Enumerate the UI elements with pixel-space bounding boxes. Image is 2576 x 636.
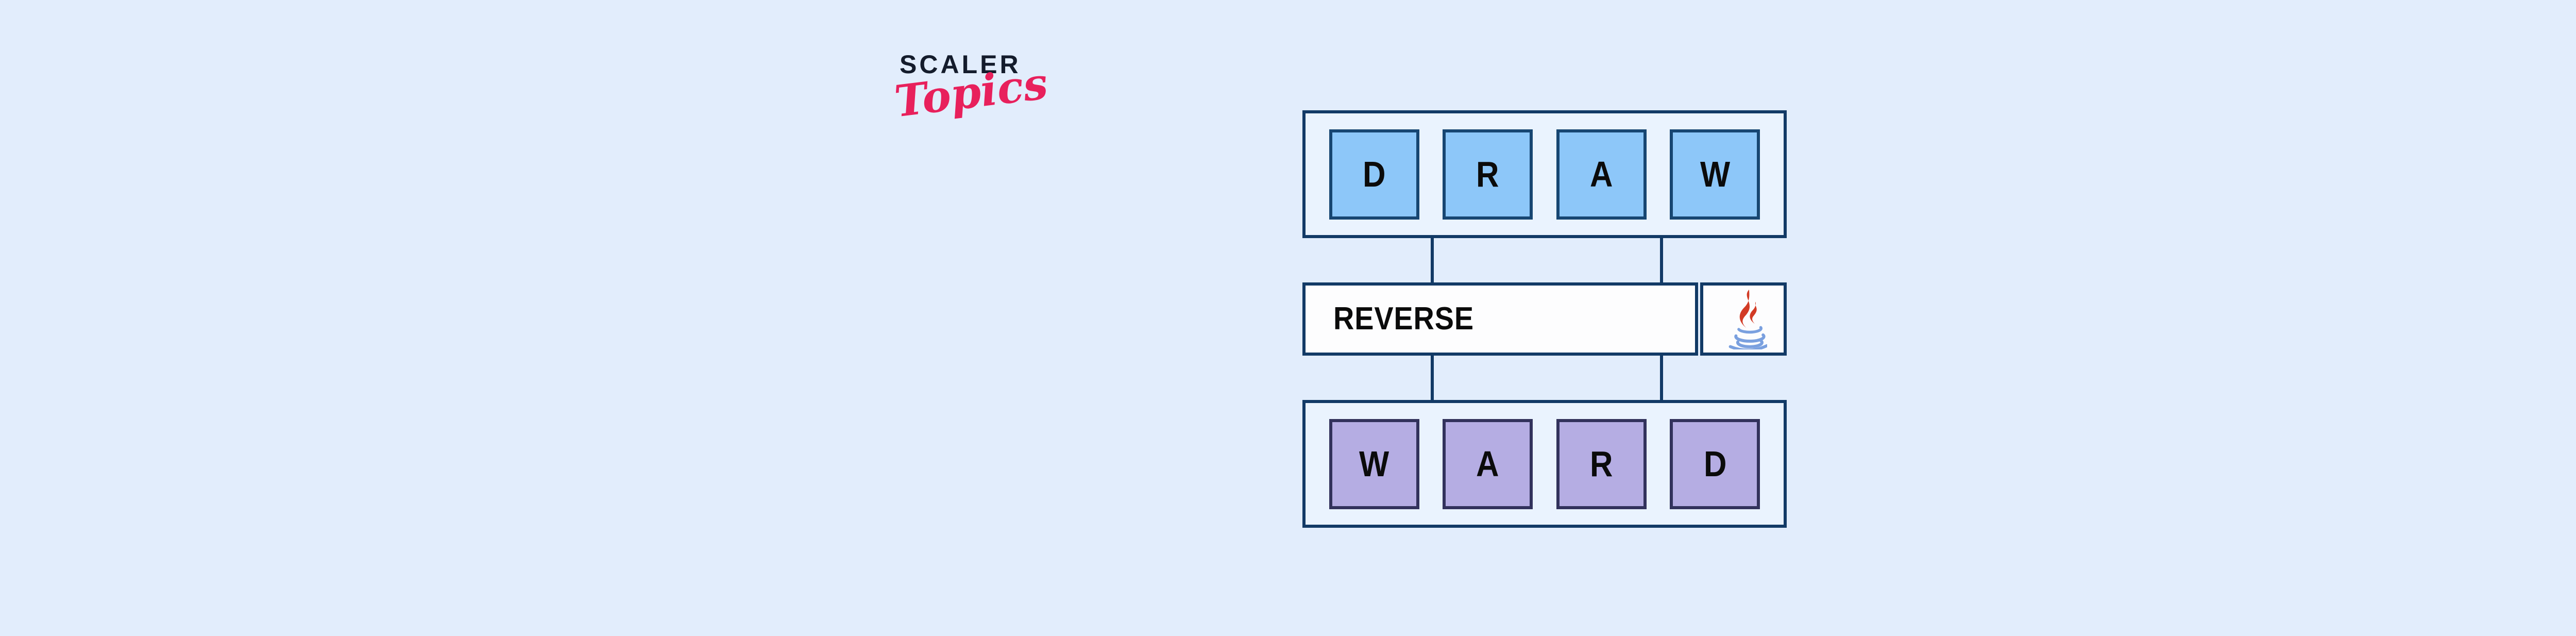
input-letter-cell: R [1443,129,1533,220]
input-letter: D [1362,154,1386,194]
logo-brand-text: SCALER [900,50,1021,79]
reverse-operation-box: REVERSE [1302,282,1698,356]
output-letter-cell: W [1329,419,1419,509]
connector-line [1431,238,1434,282]
java-icon [1720,289,1767,349]
connector-line [1660,238,1663,282]
input-letter: W [1700,154,1730,194]
output-letter: W [1359,444,1389,484]
input-letter-cell: W [1670,129,1760,220]
reverse-label: REVERSE [1333,301,1474,337]
input-letter: A [1590,154,1613,194]
java-logo-box [1700,282,1787,356]
output-letter-cell: D [1670,419,1760,509]
string-reverse-diagram: D R A W REVERSE [1302,110,1787,528]
connector-line [1431,356,1434,400]
connector-line [1660,356,1663,400]
operation-row: REVERSE [1302,282,1787,356]
input-array-box: D R A W [1302,110,1787,238]
output-letter: A [1476,444,1499,484]
output-array-box: W A R D [1302,400,1787,528]
input-letter-cell: D [1329,129,1419,220]
output-letter: D [1703,444,1727,484]
scaler-topics-logo: SCALER Topics [892,49,1057,127]
output-letter: R [1590,444,1613,484]
output-letter-cell: R [1556,419,1647,509]
input-letter-cell: A [1556,129,1647,220]
input-letter: R [1476,154,1499,194]
output-letter-cell: A [1443,419,1533,509]
